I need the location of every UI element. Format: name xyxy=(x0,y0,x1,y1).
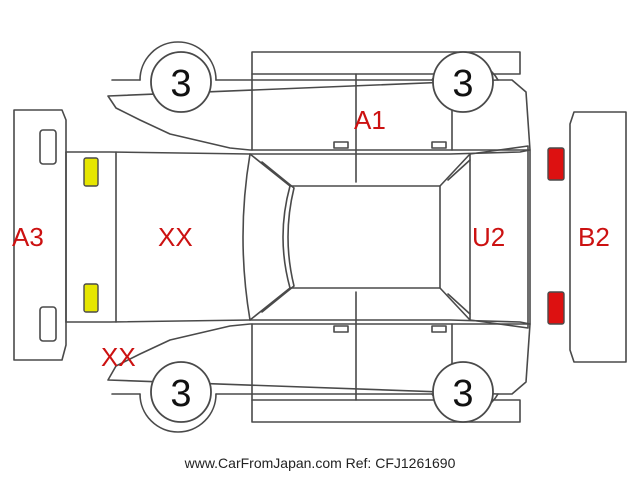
wheel-rear-left-grade: 3 xyxy=(452,63,473,105)
rear-bumper xyxy=(569,111,627,363)
wheel-front-left-grade: 3 xyxy=(170,63,191,105)
wheel-front-left: 3 xyxy=(150,51,212,113)
taillight-right xyxy=(547,291,565,325)
wheel-front-right-grade: 3 xyxy=(170,373,191,415)
right-side-body xyxy=(107,291,531,433)
damage-code-rear-window: U2 xyxy=(472,222,505,252)
wheel-front-right: 3 xyxy=(150,361,212,423)
footer-reference: www.CarFromJapan.com Ref: CFJ1261690 xyxy=(184,455,456,471)
headlight-left xyxy=(83,157,99,187)
taillight-left xyxy=(547,147,565,181)
front-bumper xyxy=(13,109,67,361)
wheel-rear-left: 3 xyxy=(432,51,494,113)
damage-code-front-bumper: A3 xyxy=(12,222,44,252)
headlight-right xyxy=(83,283,99,313)
damage-code-roof: A1 xyxy=(354,105,386,135)
damage-code-rear-bumper: B2 xyxy=(578,222,610,252)
wheel-rear-right: 3 xyxy=(432,361,494,423)
wheel-rear-right-grade: 3 xyxy=(452,373,473,415)
damage-code-front-left-corner: XX xyxy=(101,342,136,372)
top-view-body xyxy=(65,145,531,329)
damage-code-hood: XX xyxy=(158,222,193,252)
